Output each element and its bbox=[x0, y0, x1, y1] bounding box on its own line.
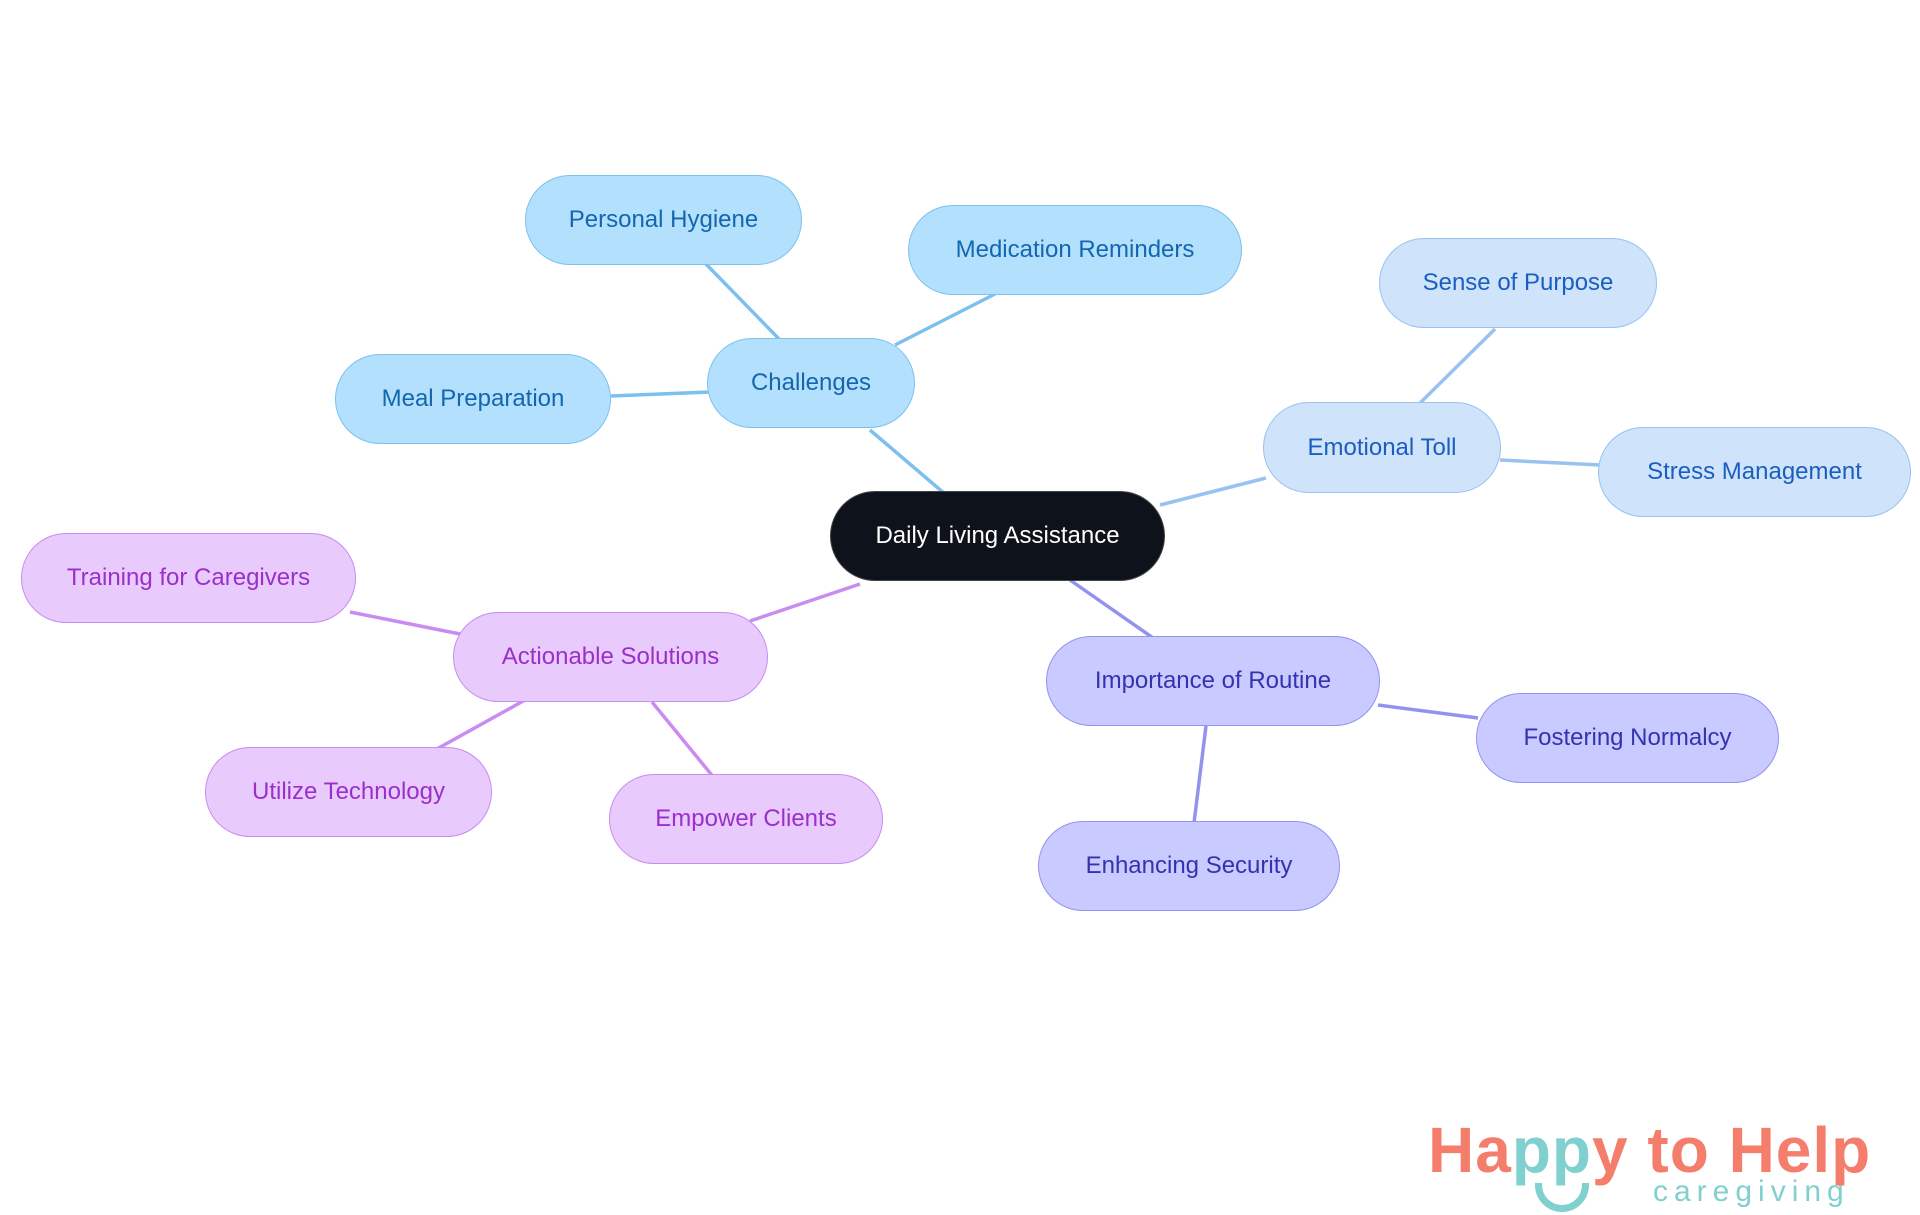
node-stress-management[interactable]: Stress Management bbox=[1598, 427, 1911, 517]
logo-subtitle: caregiving bbox=[1653, 1175, 1850, 1208]
node-label: Stress Management bbox=[1647, 458, 1862, 485]
node-label: Emotional Toll bbox=[1307, 433, 1457, 461]
node-actionable-solutions[interactable]: Actionable Solutions bbox=[453, 612, 768, 702]
node-label: Medication Reminders bbox=[955, 236, 1195, 263]
smile-icon bbox=[1535, 1183, 1589, 1212]
node-label: Fostering Normalcy bbox=[1523, 724, 1732, 751]
logo-text-b: pp bbox=[1511, 1114, 1592, 1186]
node-label: Meal Preparation bbox=[381, 385, 565, 412]
logo-text-a: Ha bbox=[1428, 1114, 1512, 1186]
node-label: Importance of Routine bbox=[1094, 667, 1332, 694]
root-label: Daily Living Assistance bbox=[875, 522, 1120, 549]
happy-to-help-logo: Happy to Help caregiving bbox=[1423, 1113, 1893, 1212]
node-personal-hygiene[interactable]: Personal Hygiene bbox=[525, 175, 802, 265]
node-label: Personal Hygiene bbox=[568, 206, 759, 233]
node-training-for-caregivers[interactable]: Training for Caregivers bbox=[21, 533, 356, 623]
node-label: Empower Clients bbox=[655, 805, 837, 832]
node-label: Utilize Technology bbox=[252, 778, 445, 805]
logo-wordmark: Happy to Help bbox=[1428, 1113, 1871, 1187]
node-emotional-toll[interactable]: Emotional Toll bbox=[1263, 402, 1501, 493]
root-node[interactable]: Daily Living Assistance bbox=[830, 491, 1165, 581]
node-sense-of-purpose[interactable]: Sense of Purpose bbox=[1379, 238, 1657, 328]
node-label: Training for Caregivers bbox=[66, 564, 311, 591]
node-label: Enhancing Security bbox=[1085, 852, 1293, 879]
node-enhancing-security[interactable]: Enhancing Security bbox=[1038, 821, 1340, 911]
node-medication-reminders[interactable]: Medication Reminders bbox=[908, 205, 1242, 295]
node-label: Actionable Solutions bbox=[501, 643, 720, 670]
node-utilize-technology[interactable]: Utilize Technology bbox=[205, 747, 492, 837]
node-fostering-normalcy[interactable]: Fostering Normalcy bbox=[1476, 693, 1779, 783]
node-challenges[interactable]: Challenges bbox=[707, 338, 915, 428]
node-label: Challenges bbox=[750, 369, 872, 396]
logo-text-c: y to Help bbox=[1592, 1114, 1872, 1186]
node-meal-preparation[interactable]: Meal Preparation bbox=[335, 354, 611, 444]
node-importance-of-routine[interactable]: Importance of Routine bbox=[1046, 636, 1380, 726]
node-label: Sense of Purpose bbox=[1422, 269, 1614, 296]
node-empower-clients[interactable]: Empower Clients bbox=[609, 774, 883, 864]
